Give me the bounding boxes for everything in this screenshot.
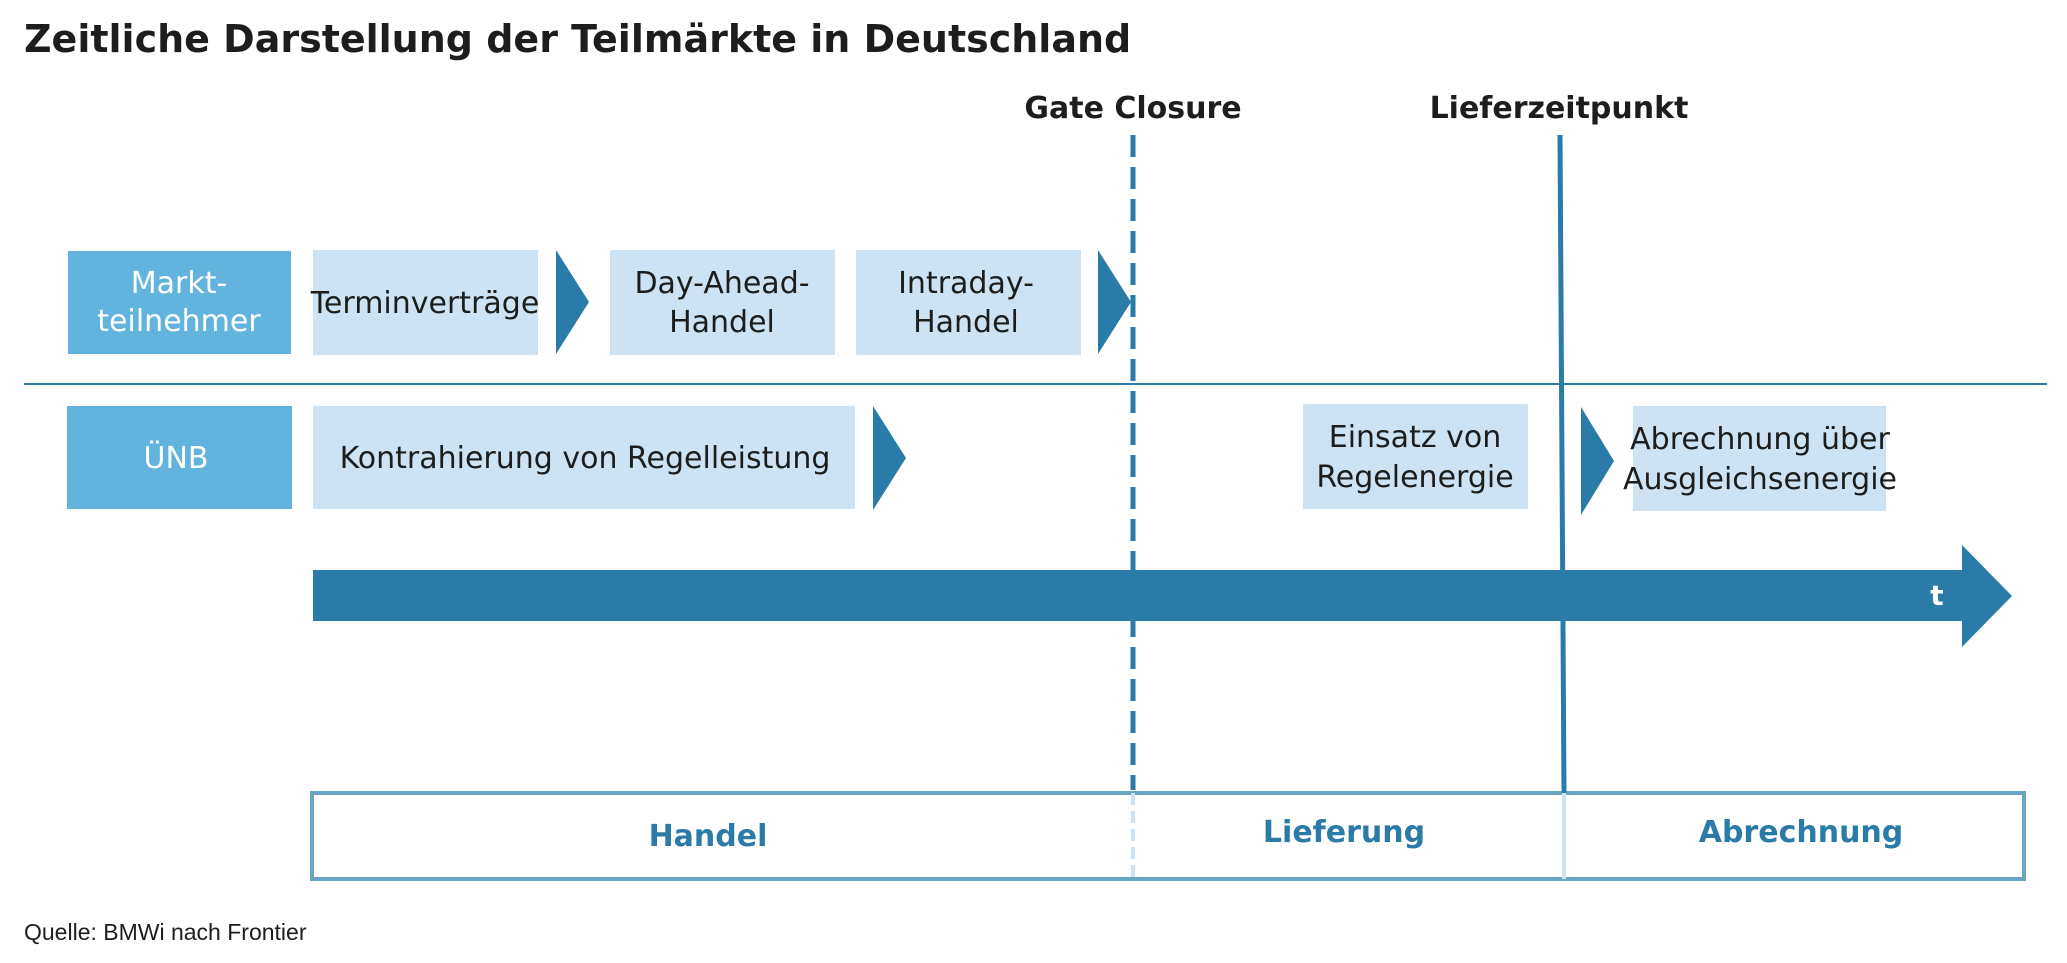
box-intraday-line1: Intraday- [898,266,1034,301]
chevron-arrow-icon [1098,250,1131,354]
time-axis-label: t [1930,579,1943,612]
box-imbalance-settlement-line1: Abrechnung über [1630,422,1890,457]
delivery-time-line [1557,134,1567,794]
row-label-market-participants [68,251,291,354]
diagram-title: Zeitliche Darstellung der Teilmärkte in … [24,17,1131,61]
delivery-time-label: Lieferzeitpunkt [1430,91,1689,126]
box-reserve-contracting [313,406,855,509]
row-label-market-participants-line2: teilnehmer [97,304,261,339]
box-balancing-energy-use [1303,404,1528,509]
box-imbalance-settlement [1633,406,1886,511]
phase-frame [310,791,2026,881]
phase-settlement: Abrechnung [1699,815,1904,850]
chevron-arrow-icon [1581,407,1614,515]
chevron-arrow-icon [556,250,589,354]
box-day-ahead-line2: Handel [669,305,775,340]
row-label-tso [67,406,292,509]
phase-delivery: Lieferung [1263,815,1425,850]
box-intraday-line2: Handel [913,305,1019,340]
box-reserve-contracting-text: Kontrahierung von Regelleistung [340,441,831,476]
box-day-ahead-line1: Day-Ahead- [634,266,809,301]
box-day-ahead [610,250,835,355]
box-balancing-energy-use-line2: Regelenergie [1316,460,1513,495]
row-label-tso-text: ÜNB [144,440,209,476]
box-futures-contracts-text: Terminverträge [310,286,540,321]
phase-trading: Handel [649,819,768,854]
chevron-arrow-icon [873,406,906,510]
box-intraday [856,250,1081,355]
box-imbalance-settlement-line2: Ausgleichsenergie [1623,462,1897,497]
box-futures-contracts [313,250,538,355]
box-balancing-energy-use-line1: Einsatz von [1329,420,1502,455]
row-label-market-participants-line1: Markt- [131,266,228,301]
source-note: Quelle: BMWi nach Frontier [24,919,307,945]
time-axis-arrow [313,545,2012,647]
gate-closure-label: Gate Closure [1024,91,1241,126]
